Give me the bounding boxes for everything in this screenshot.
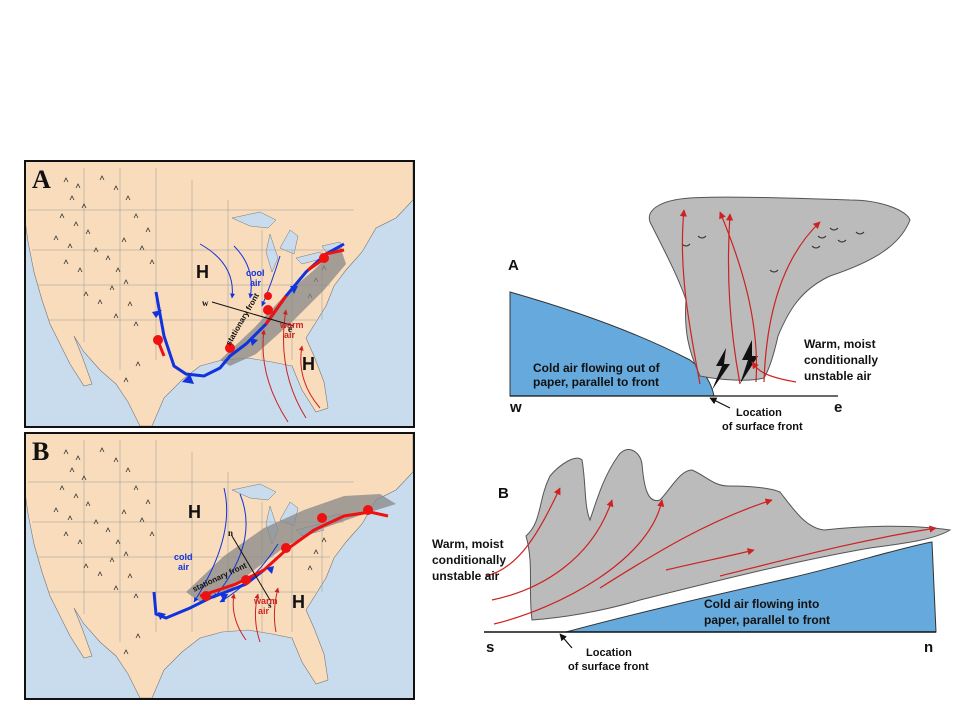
cool-air-label: cool bbox=[246, 268, 265, 278]
warm-air-label-2: air bbox=[284, 330, 296, 340]
front-symbols bbox=[152, 253, 329, 384]
panel-letter: B bbox=[32, 437, 49, 466]
warm-air-label: Warm, moist bbox=[804, 337, 876, 351]
cloud-band bbox=[220, 246, 346, 366]
w-end-label: w bbox=[509, 399, 522, 416]
warm-front bbox=[154, 248, 345, 357]
cross-section-line bbox=[231, 535, 271, 601]
warm-air-label-3: unstable air bbox=[432, 569, 500, 583]
cold-front bbox=[152, 568, 265, 620]
mountain-symbols bbox=[53, 175, 327, 383]
warm-air-arrows bbox=[260, 309, 321, 423]
cold-air-label: Cold air flowing into bbox=[704, 597, 819, 611]
cross-section-a: A Cold air flowing out of paper, paralle… bbox=[508, 196, 911, 433]
cross-sections: A Cold air flowing out of paper, paralle… bbox=[432, 196, 952, 673]
front-location-label: Location bbox=[586, 647, 632, 659]
lightning-bolts bbox=[712, 340, 758, 390]
cold-air-label: cold bbox=[174, 552, 193, 562]
e-label: e bbox=[288, 324, 292, 334]
s-label: s bbox=[268, 600, 272, 610]
front-pointer bbox=[709, 397, 731, 409]
panel-letter: A bbox=[508, 257, 519, 274]
warm-air-label: Warm, moist bbox=[432, 537, 504, 551]
cold-air-label-2: paper, parallel to front bbox=[704, 613, 830, 627]
cross-section-line bbox=[211, 301, 295, 327]
cold-air-label-2: paper, parallel to front bbox=[533, 375, 659, 389]
cold-air-label-2: air bbox=[178, 562, 190, 572]
warm-air-label-2: conditionally bbox=[804, 353, 878, 367]
cross-section-b: B Warm, moist conditionally unstable air… bbox=[432, 449, 952, 673]
map-land bbox=[24, 160, 414, 427]
warm-air-label: warm bbox=[253, 596, 278, 606]
high-label-2: H bbox=[292, 592, 305, 612]
mountain-symbols bbox=[53, 447, 327, 655]
cloud-band bbox=[186, 494, 396, 602]
n-label: n bbox=[228, 528, 233, 538]
map-a: A H H cool air warm air stationary front… bbox=[24, 160, 415, 428]
front-symbols bbox=[158, 505, 373, 620]
warm-air-arrows bbox=[230, 587, 280, 643]
overrunning-arrows bbox=[485, 487, 937, 625]
cloud-puffs bbox=[681, 227, 865, 273]
high-label-1: H bbox=[188, 502, 201, 522]
warm-air-label-3: unstable air bbox=[804, 369, 872, 383]
panel-letter: B bbox=[498, 485, 509, 502]
cold-air-wedge bbox=[509, 291, 715, 397]
warm-air-label-2: conditionally bbox=[432, 553, 506, 567]
high-label-2: H bbox=[302, 354, 315, 374]
front-location-label: Location bbox=[736, 407, 782, 419]
cold-air-wedge-b bbox=[565, 541, 937, 633]
warm-air-label: warm bbox=[279, 320, 304, 330]
map-b: B H H cold air warm air stationary front… bbox=[24, 432, 415, 700]
cool-air-label-2: air bbox=[250, 278, 262, 288]
rising-air-arrows bbox=[679, 209, 821, 385]
front-location-label-2: of surface front bbox=[722, 421, 803, 433]
high-label-1: H bbox=[196, 262, 209, 282]
n-end-label: n bbox=[924, 639, 933, 656]
cool-air-arrows bbox=[199, 243, 281, 307]
warm-air-label-2: air bbox=[258, 606, 270, 616]
w-label: w bbox=[202, 298, 209, 308]
cold-air-label: Cold air flowing out of bbox=[533, 361, 661, 375]
great-lakes bbox=[231, 211, 343, 273]
s-end-label: s bbox=[486, 639, 494, 656]
front-pointer bbox=[559, 633, 573, 649]
e-end-label: e bbox=[834, 399, 842, 416]
front-location-label-2: of surface front bbox=[568, 661, 649, 673]
cloud-band-b bbox=[525, 449, 952, 621]
state-lines bbox=[28, 440, 354, 642]
panel-letter: A bbox=[32, 165, 51, 194]
cold-front bbox=[154, 242, 345, 378]
